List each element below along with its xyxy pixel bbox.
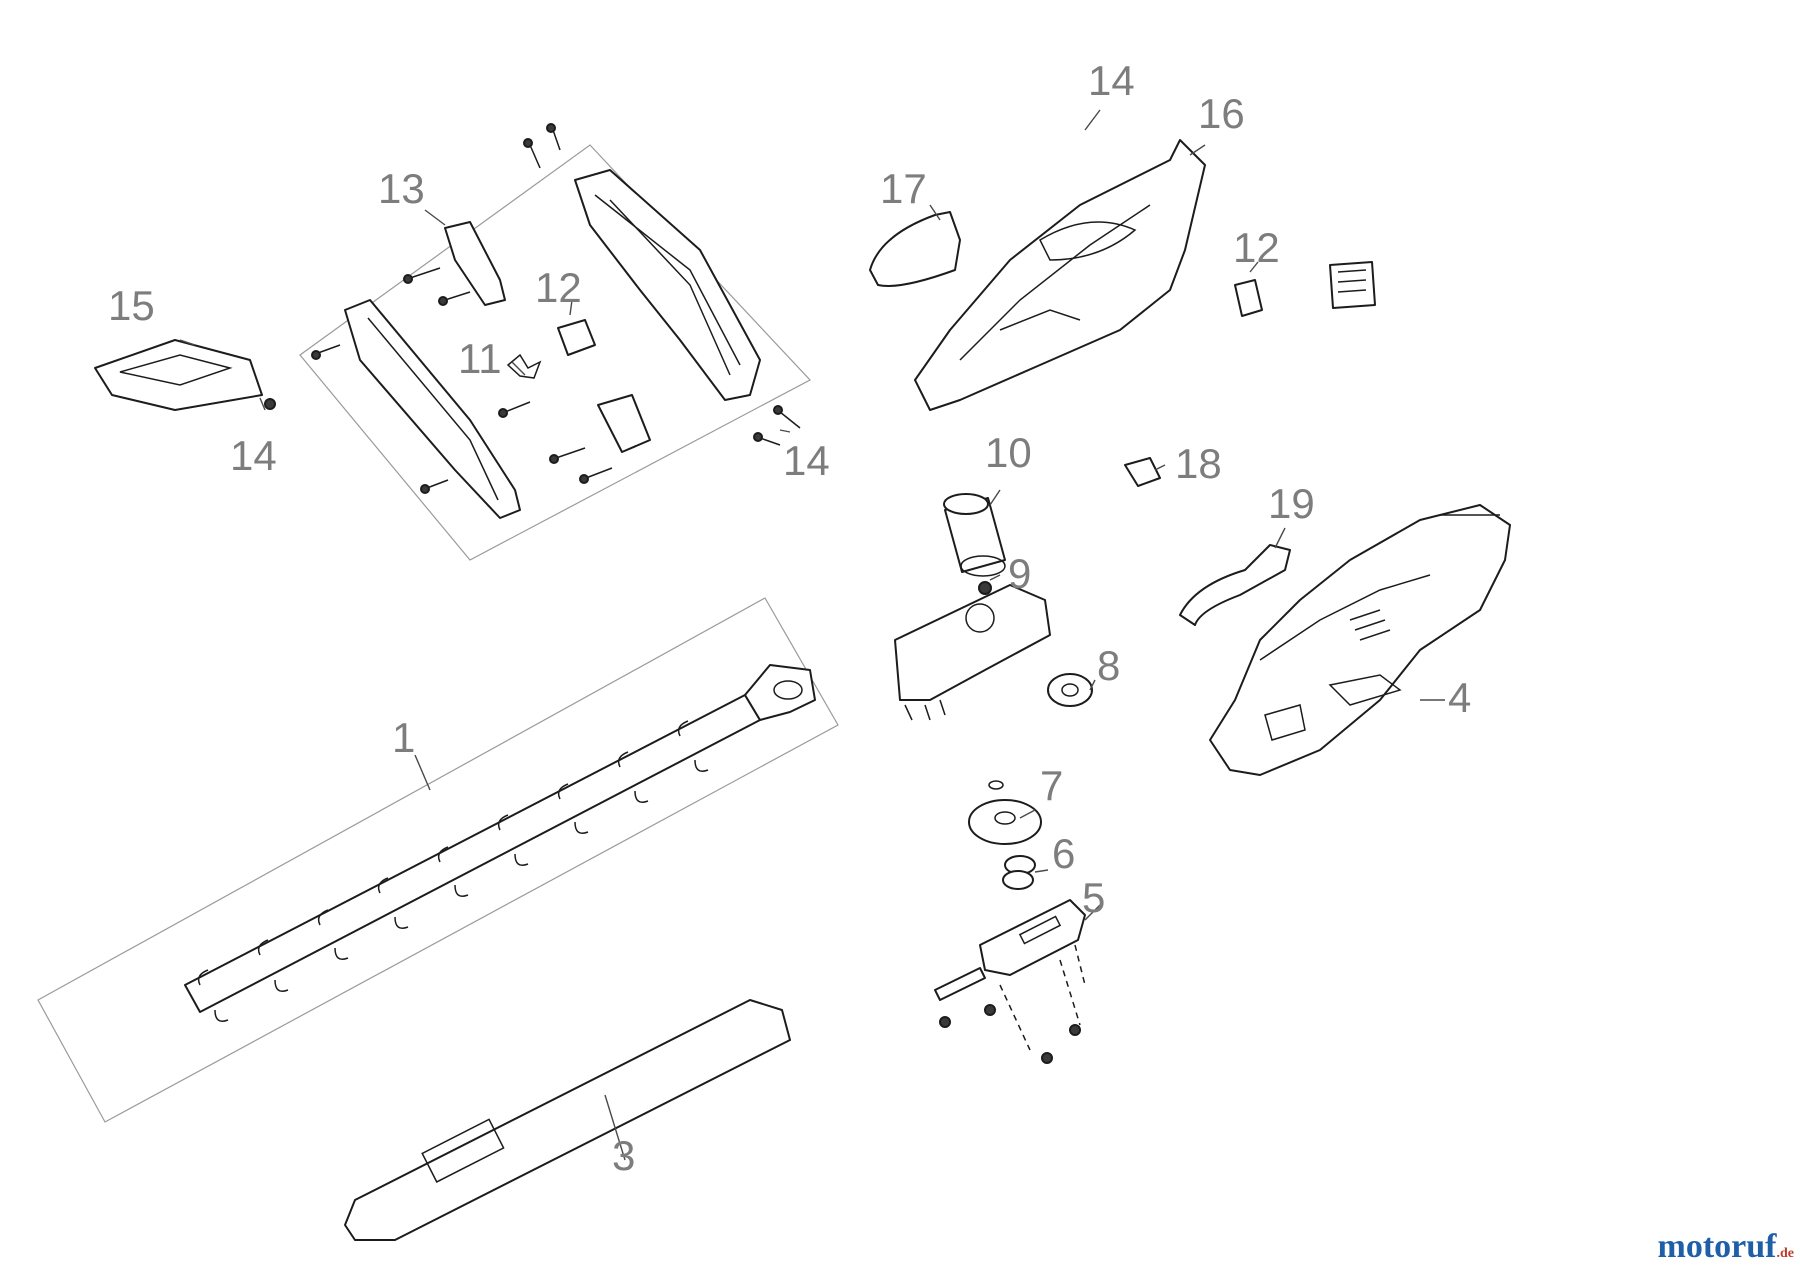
part-18-clip xyxy=(1124,457,1161,487)
callout-17: 17 xyxy=(880,165,927,212)
callout-8: 8 xyxy=(1097,642,1120,689)
callout-10: 10 xyxy=(985,429,1032,476)
part-6-bushing xyxy=(1002,855,1036,890)
leader-lines xyxy=(179,109,1445,1161)
part-5-gear-cover-plate xyxy=(934,899,1086,1064)
part-9-gearbox xyxy=(894,581,1051,721)
callout-14-top: 14 xyxy=(1088,57,1135,104)
screws xyxy=(311,123,801,494)
handle-group-frame xyxy=(299,144,811,561)
callout-5: 5 xyxy=(1082,874,1105,921)
callout-6: 6 xyxy=(1052,830,1075,877)
part-13-handle-assembly xyxy=(311,123,801,519)
callout-3: 3 xyxy=(612,1132,635,1179)
blade-group-frame xyxy=(37,597,839,1123)
callout-13: 13 xyxy=(378,165,425,212)
callout-19: 19 xyxy=(1268,480,1315,527)
callout-7: 7 xyxy=(1040,762,1063,809)
callout-16: 16 xyxy=(1198,90,1245,137)
callout-9: 9 xyxy=(1008,550,1031,597)
part-11-spring-clip xyxy=(506,353,542,379)
battery-connector xyxy=(1329,261,1376,309)
callout-12-left: 12 xyxy=(535,264,582,311)
part-10-motor xyxy=(943,493,1006,577)
callout-14-mid: 14 xyxy=(783,437,830,484)
part-4-main-housing xyxy=(1209,504,1511,776)
callout-15: 15 xyxy=(108,282,155,329)
part-17-nose-cap xyxy=(869,211,961,287)
watermark-tld-text: .de xyxy=(1776,1246,1795,1261)
part-3-blade-guard xyxy=(344,999,791,1241)
callout-4: 4 xyxy=(1448,674,1471,721)
part-15-guard-cap xyxy=(94,339,276,411)
callout-18: 18 xyxy=(1175,440,1222,487)
callout-labels: 1 3 4 5 6 7 8 9 10 11 12 12 13 14 14 14 … xyxy=(108,57,1471,1179)
part-8-small-gear xyxy=(1047,673,1093,707)
part-19-handle-insert xyxy=(1179,544,1291,626)
part-12-switch-left xyxy=(557,319,596,356)
callout-12-right: 12 xyxy=(1233,224,1280,271)
part-1-blade xyxy=(184,664,816,1022)
part-12-switch-right xyxy=(1234,279,1263,317)
callout-14-left: 14 xyxy=(230,432,277,479)
motoruf-watermark-logo: motoruf.de xyxy=(1658,1228,1794,1266)
part-16-housing-half xyxy=(914,139,1206,411)
callout-11: 11 xyxy=(458,335,502,382)
part-7-main-gear xyxy=(968,780,1042,845)
watermark-main-text: motoruf xyxy=(1657,1228,1777,1265)
callout-1: 1 xyxy=(392,714,415,761)
